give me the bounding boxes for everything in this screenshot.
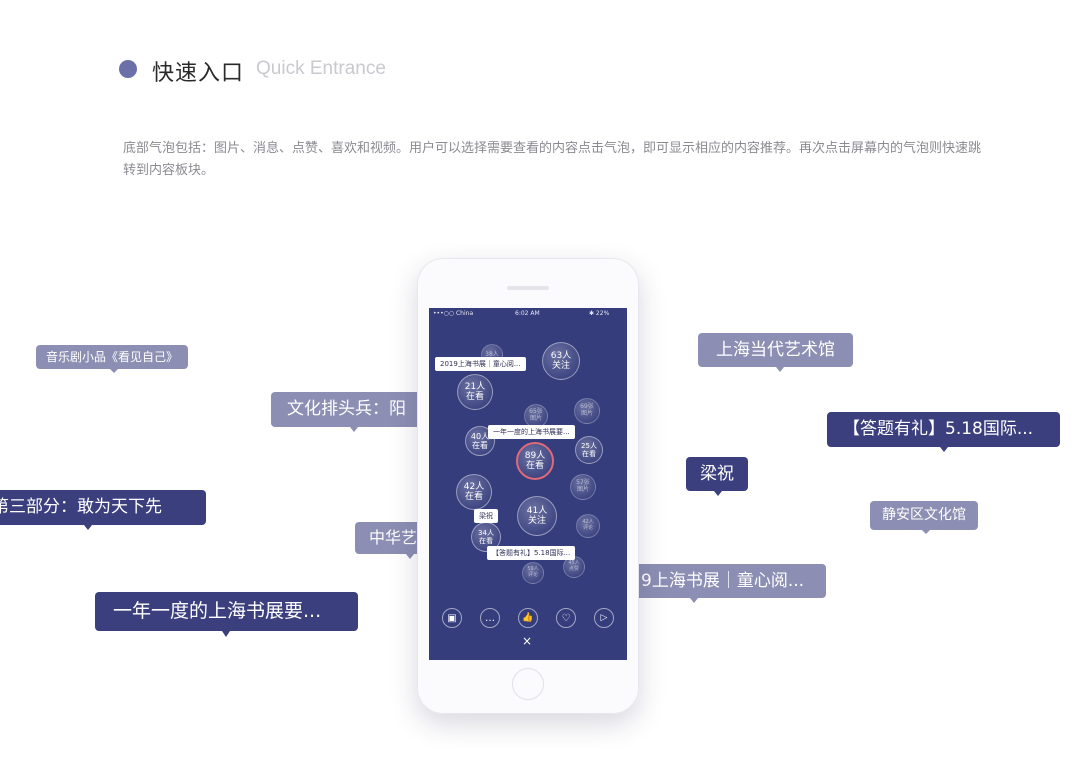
stat-bubble[interactable]: 40人在看 <box>465 426 495 456</box>
floating-tag[interactable]: 音乐剧小品《看见自己》 <box>36 345 189 369</box>
floating-tag[interactable]: 9上海书展｜童心阅... <box>639 564 826 598</box>
phone-screen: •••○○ China 6:02 AM ✱ 22% 38人 63人关注 21人在… <box>429 308 627 660</box>
tag-pointer <box>350 427 358 432</box>
tag-pointer <box>714 491 722 496</box>
floating-tag[interactable]: 第三部分：敢为天下先 <box>0 490 206 525</box>
floating-tag[interactable]: 【答题有礼】5.18国际... <box>827 412 1060 447</box>
section-title: 快速入口 <box>152 61 245 86</box>
floating-tag[interactable]: 静安区文化馆 <box>870 501 978 530</box>
stat-bubble[interactable]: 42人评论 <box>576 514 600 538</box>
tag-pointer <box>222 631 230 637</box>
tag-pointer <box>922 530 930 534</box>
phone-speaker <box>507 286 549 290</box>
stat-bubble[interactable]: 25人在看 <box>575 436 603 464</box>
clock-label: 6:02 AM <box>515 310 540 317</box>
floating-tag[interactable]: 梁祝 <box>686 457 748 491</box>
status-bar: •••○○ China 6:02 AM ✱ 22% <box>429 308 627 320</box>
home-button <box>512 668 544 700</box>
floating-tag[interactable]: 上海当代艺术馆 <box>698 333 853 367</box>
stat-bubble[interactable]: 65张图片 <box>524 404 548 428</box>
phone-mockup: •••○○ China 6:02 AM ✱ 22% 38人 63人关注 21人在… <box>417 258 639 714</box>
stat-bubble[interactable]: 69张图片 <box>574 398 600 424</box>
section-description: 底部气泡包括：图片、消息、点赞、喜欢和视频。用户可以选择需要查看的内容点击气泡，… <box>123 141 982 178</box>
stat-bubble[interactable]: 41人关注 <box>517 496 557 536</box>
stat-bubble[interactable]: 59人评论 <box>522 562 544 584</box>
video-icon[interactable]: ▷ <box>594 608 614 628</box>
floating-tag[interactable]: 文化排头兵：阳 <box>271 392 417 427</box>
content-tip[interactable]: 2019上海书展｜童心阅... <box>435 357 526 371</box>
tag-pointer <box>406 554 414 559</box>
section-bullet <box>119 60 137 78</box>
battery-label: ✱ 22% <box>589 310 610 317</box>
close-icon[interactable]: × <box>522 634 533 648</box>
message-icon[interactable]: … <box>480 608 500 628</box>
image-icon[interactable]: ▣ <box>442 608 462 628</box>
floating-tag[interactable]: 中华艺 <box>355 522 417 554</box>
stat-bubble[interactable]: 57张图片 <box>570 474 596 500</box>
stat-bubble[interactable]: 21人在看 <box>457 374 493 410</box>
section-subtitle: Quick Entrance <box>256 58 386 79</box>
stat-bubble[interactable]: 63人关注 <box>542 342 580 380</box>
stat-bubble-selected[interactable]: 89人在看 <box>516 442 554 480</box>
content-tip[interactable]: 梁祝 <box>474 509 498 523</box>
tag-pointer <box>776 367 784 372</box>
content-tip[interactable]: 【答题有礼】5.18国际... <box>487 546 576 560</box>
carrier-label: •••○○ China <box>433 310 474 317</box>
tag-pointer <box>690 598 698 603</box>
content-tip[interactable]: 一年一度的上海书展要... <box>488 425 575 439</box>
tag-pointer <box>84 525 92 530</box>
heart-icon[interactable]: ♡ <box>556 608 576 628</box>
stat-bubble[interactable]: 42人在看 <box>456 474 492 510</box>
tag-pointer <box>940 447 948 452</box>
tag-pointer <box>110 369 118 373</box>
floating-tag[interactable]: 一年一度的上海书展要... <box>95 592 358 631</box>
thumbs-up-icon[interactable]: 👍 <box>518 608 538 628</box>
